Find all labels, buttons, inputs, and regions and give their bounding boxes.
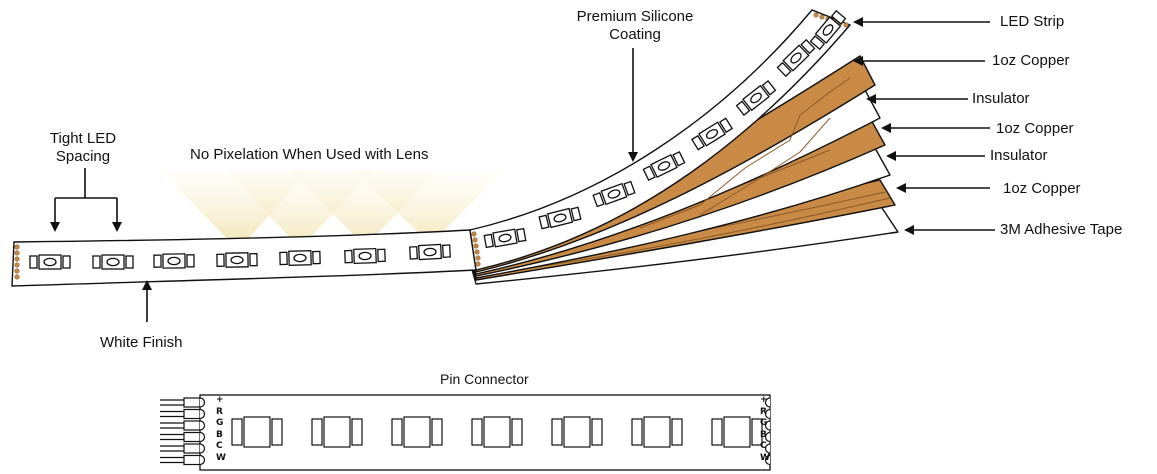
led-chip <box>30 255 70 269</box>
pin-left <box>160 398 205 407</box>
white-finish-label: White Finish <box>100 334 183 352</box>
connector-led-chip <box>232 417 282 447</box>
layer-label-copper-1: 1oz Copper <box>992 52 1070 70</box>
layer-label-copper-2: 1oz Copper <box>996 120 1074 138</box>
led-chip <box>93 255 133 269</box>
premium-coating-label: Premium Silicone Coating <box>555 8 715 44</box>
connector-led-chip <box>712 417 762 447</box>
pin-label-right: G <box>760 419 767 428</box>
layer-label-insulator-1: Insulator <box>972 90 1030 108</box>
layer-label-copper-3: 1oz Copper <box>1003 180 1081 198</box>
pin-left <box>160 421 205 430</box>
pin-left <box>160 456 205 465</box>
connector-led-chip <box>472 417 522 447</box>
pin-connector-title: Pin Connector <box>440 371 529 387</box>
pin-connector-strip <box>160 395 770 470</box>
pin-connector-left-pins <box>160 398 205 465</box>
pin-label-right: + <box>760 396 768 405</box>
layer-label-adhesive-tape: 3M Adhesive Tape <box>1000 221 1122 239</box>
layer-label-led-strip: LED Strip <box>1000 13 1064 31</box>
pin-label-right: B <box>760 431 767 440</box>
led-chip <box>154 254 194 268</box>
pin-label-right: W <box>760 454 770 463</box>
pin-label-left: W <box>216 454 226 463</box>
pin-label-left: G <box>216 419 223 428</box>
no-pixelation-label: No Pixelation When Used with Lens <box>190 146 428 164</box>
tight-led-spacing-label: Tight LED Spacing <box>38 130 128 166</box>
pin-connector-leds <box>232 417 762 447</box>
pin-label-left: C <box>216 442 223 451</box>
layer-label-insulator-2: Insulator <box>990 147 1048 165</box>
connector-led-chip <box>312 417 362 447</box>
pin-left <box>160 444 205 453</box>
led-chip <box>280 250 320 265</box>
pin-left <box>160 410 205 419</box>
connector-led-chip <box>632 417 682 447</box>
connector-led-chip <box>552 417 602 447</box>
led-chip <box>410 244 451 260</box>
tight-led-spacing-bracket <box>55 168 117 230</box>
pin-label-left: B <box>216 431 223 440</box>
led-chip <box>217 253 257 268</box>
led-chip <box>345 248 385 263</box>
pin-label-left: R <box>216 408 223 417</box>
pin-label-right: R <box>760 408 767 417</box>
pin-label-left: + <box>216 396 224 405</box>
pin-left <box>160 433 205 442</box>
connector-led-chip <box>392 417 442 447</box>
pin-label-right: C <box>760 442 767 451</box>
